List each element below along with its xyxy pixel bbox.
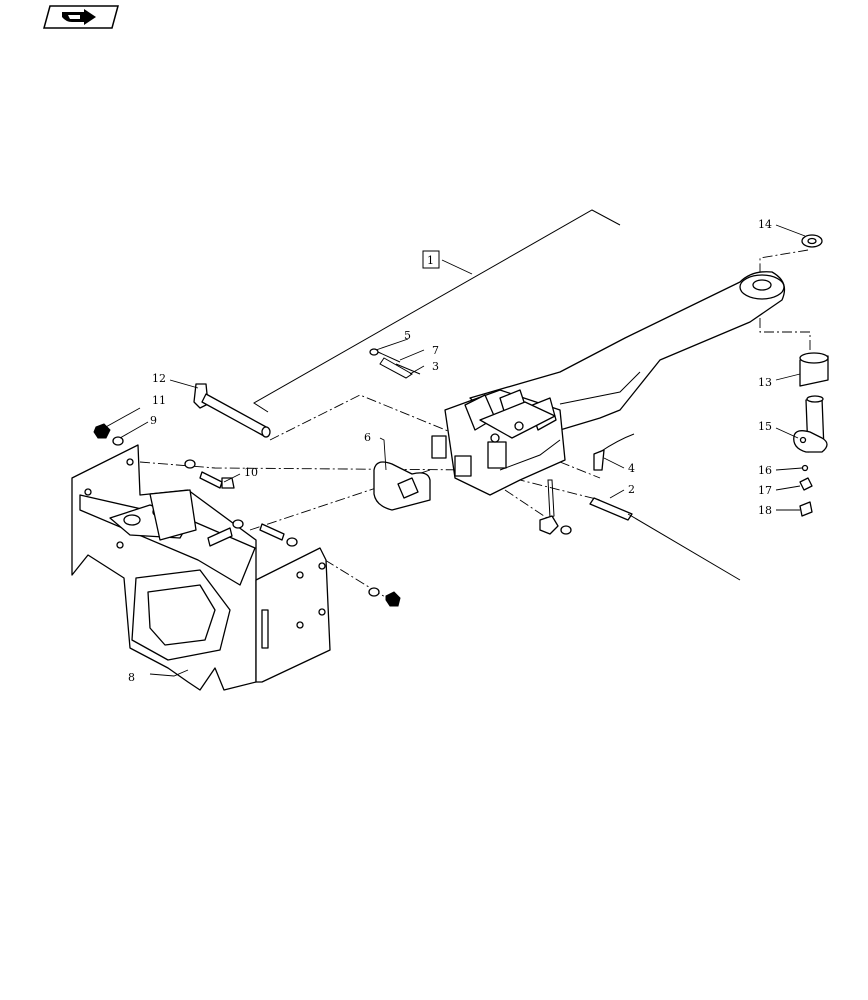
callout-14: 14 [758, 218, 772, 231]
callout-12: 12 [152, 372, 166, 385]
next-page-arrow-icon[interactable] [43, 5, 119, 29]
callout-17: 17 [758, 484, 772, 497]
callout-10: 10 [244, 466, 258, 479]
frame-bracket [71, 444, 331, 691]
hitch-block [431, 389, 566, 496]
assembly-bracket [253, 209, 621, 413]
callout-8: 8 [128, 671, 135, 684]
latch-and-rope [589, 433, 741, 581]
bushing-and-pin [793, 234, 829, 517]
callout-16: 16 [758, 464, 772, 477]
callout-1: 1 [427, 254, 434, 267]
callout-2: 2 [628, 483, 635, 496]
leader-lines [103, 224, 806, 677]
callout-4: 4 [628, 462, 635, 475]
callout-18: 18 [758, 504, 772, 517]
callout-7: 7 [432, 344, 439, 357]
clip-pins [369, 348, 421, 379]
callout-15: 15 [758, 420, 772, 433]
callout-9: 9 [150, 414, 157, 427]
callout-13: 13 [758, 376, 772, 389]
pin-12 [193, 383, 271, 438]
callout-6: 6 [364, 431, 371, 444]
fasteners [93, 423, 572, 607]
callout-11: 11 [152, 394, 166, 407]
callouts: 1 2 3 4 5 6 7 8 9 10 11 12 13 14 15 16 1… [128, 218, 772, 684]
wear-block [373, 461, 431, 511]
callout-box-1 [422, 250, 440, 269]
callout-5: 5 [404, 329, 411, 342]
callout-3: 3 [432, 360, 439, 373]
